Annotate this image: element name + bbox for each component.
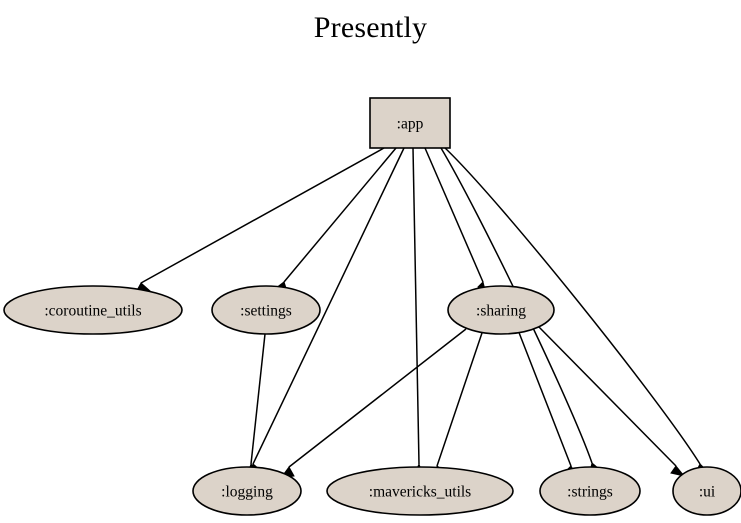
edge-line [436,329,484,467]
node-shape-ellipse[interactable] [192,466,302,516]
edge-sharing-to-logging [279,328,467,479]
graph-node-logging[interactable]: :logging [192,466,302,516]
graph-node-ui[interactable]: :ui [672,466,741,516]
edge-sharing-to-mavericks_utils [435,329,484,480]
graph-node-settings[interactable]: :settings [211,285,321,335]
edge-line [517,329,572,467]
node-shape-ellipse[interactable] [326,466,514,516]
edge-app-to-sharing [424,147,487,296]
edge-line [537,325,677,467]
edge-line [412,147,420,465]
edge-app-to-settings [275,147,397,295]
node-shape-ellipse[interactable] [672,466,741,516]
edge-sharing-to-ui [537,325,686,477]
arrowhead-icon [670,465,686,477]
node-shape-rect[interactable] [369,97,451,149]
edge-line [140,147,385,284]
node-layer: :app :coroutine_utils :settings :sharing :lo… [3,97,741,516]
edge-line [283,147,397,283]
node-label: :sharing [476,303,526,320]
edge-line [424,147,484,283]
graph-node-sharing[interactable]: :sharing [447,285,555,335]
node-shape-ellipse[interactable] [3,285,183,335]
node-label: :mavericks_utils [369,484,471,501]
node-label: :ui [699,484,716,501]
graph-node-coroutine_utils[interactable]: :coroutine_utils [3,285,183,335]
node-shape-ellipse[interactable] [539,466,641,516]
node-shape-ellipse[interactable] [447,285,555,335]
edge-line [252,147,405,465]
node-label: :strings [567,484,613,501]
edge-line [250,333,266,465]
node-label: :settings [240,303,292,320]
node-label: :coroutine_utils [44,303,141,320]
edge-line [288,328,467,468]
graph-node-app[interactable]: :app [369,97,451,149]
node-shape-ellipse[interactable] [211,285,321,335]
page-title: Presently [313,11,428,44]
node-label: :app [397,116,424,133]
edge-app-to-coroutine_utils [134,147,385,295]
node-label: :logging [221,484,273,501]
edge-settings-to-logging [246,333,266,478]
edge-app-to-mavericks_utils [412,147,424,477]
edge-line [443,146,701,465]
graph-node-mavericks_utils[interactable]: :mavericks_utils [326,466,514,516]
graph-node-strings[interactable]: :strings [539,466,641,516]
